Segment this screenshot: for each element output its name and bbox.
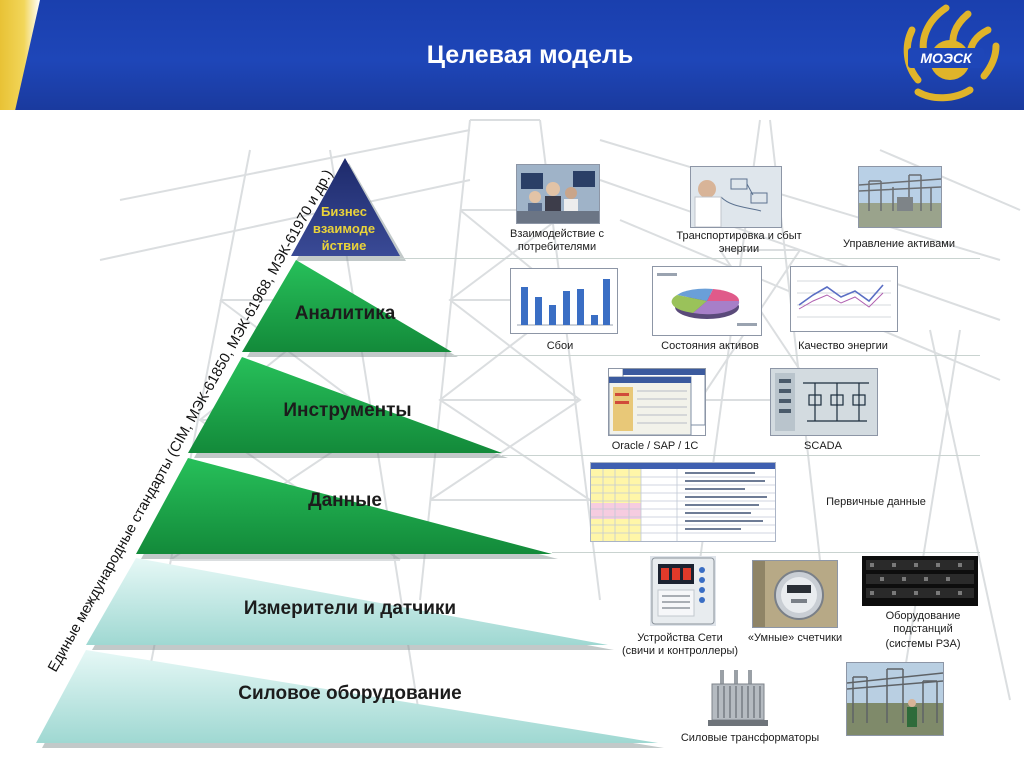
erp-window-icon <box>608 368 706 436</box>
layer-label-meters: Измерители и датчики <box>243 598 457 619</box>
smart-meter-icon <box>752 560 838 628</box>
pyramid-layer-power <box>36 650 658 743</box>
layer-label-power: Силовое оборудование <box>238 683 462 704</box>
pyramid-layer-analytics <box>242 260 452 352</box>
customer-interaction-photo-icon <box>516 164 600 224</box>
company-logo-icon: МОЭСК <box>903 4 1000 102</box>
caption-customer-interaction: Взаимодействие с потребителями <box>510 228 604 253</box>
line-chart-icon <box>790 266 898 332</box>
caption-substation-equipment: Оборудование подстанций (системы РЗА) <box>885 610 961 650</box>
whiteboard-photo-icon <box>690 166 782 228</box>
caption-power-quality: Качество энергии <box>798 340 888 352</box>
switchyard-photo-icon <box>846 662 944 736</box>
pie-chart-icon <box>652 266 762 336</box>
slide-header: Целевая модель МОЭСК <box>0 0 1024 110</box>
layer-label-business: Бизнес взаимоде йствие <box>312 204 376 253</box>
caption-failures: Сбои <box>546 340 574 352</box>
layer-label-analytics: Аналитика <box>294 303 396 324</box>
layer-label-data: Данные <box>308 490 382 511</box>
transformer-icon <box>704 670 772 728</box>
pyramid-layer-business <box>291 158 400 256</box>
substation-rack-icon <box>862 556 978 606</box>
pyramid-layer-data <box>136 458 552 554</box>
row-divider <box>502 455 980 456</box>
caption-scada: SCADA <box>804 440 842 452</box>
network-controller-icon <box>650 556 716 626</box>
bar-chart-icon <box>510 268 618 334</box>
caption-asset-management: Управление активами <box>843 238 955 250</box>
layer-label-tools: Инструменты <box>283 400 412 421</box>
data-table-icon <box>590 462 776 542</box>
caption-network-devices: Устройства Сети (свичи и контроллеры) <box>621 632 739 657</box>
scada-window-icon <box>770 368 878 436</box>
substation-photo-icon <box>858 166 942 228</box>
caption-power-transformers: Силовые трансформаторы <box>680 732 820 744</box>
caption-asset-states: Состояния активов <box>661 340 759 352</box>
caption-oracle-sap-1c: Oracle / SAP / 1C <box>611 440 699 452</box>
caption-smart-meters: «Умные» счетчики <box>747 632 843 644</box>
pyramid-layer-meters <box>86 558 608 645</box>
caption-primary-data: Первичные данные <box>826 496 926 508</box>
logo-text: МОЭСК <box>920 50 973 66</box>
row-divider <box>452 355 980 356</box>
pyramid-layer-tools <box>188 357 502 453</box>
caption-transport-sales: Транспортировка и сбыт энергии <box>676 230 802 255</box>
row-divider <box>400 258 980 259</box>
slide-title: Целевая модель <box>426 41 634 69</box>
row-divider <box>552 552 980 553</box>
